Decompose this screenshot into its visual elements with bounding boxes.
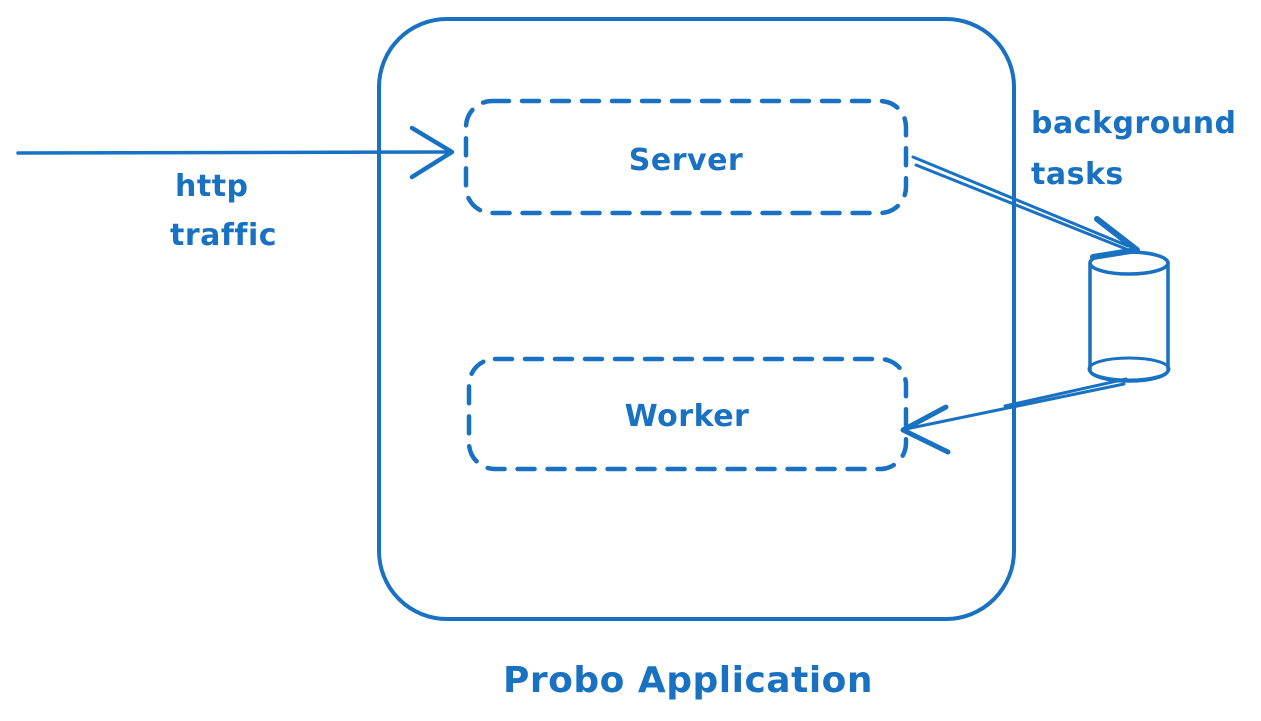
worker-node-label: Worker <box>625 399 750 434</box>
server-node-label: Server <box>629 143 743 178</box>
probo-application-container <box>377 17 1016 621</box>
http-traffic-arrow <box>16 125 455 180</box>
http-traffic-label-line1: http <box>175 169 249 204</box>
server-node-box <box>463 98 909 216</box>
diagram-title: Probo Application <box>503 660 873 701</box>
queue-cylinder-icon <box>1087 250 1171 383</box>
background-tasks-label-line2: tasks <box>1031 157 1124 192</box>
worker-node-box <box>466 356 909 472</box>
background-tasks-label-line1: background <box>1031 106 1237 141</box>
queue-to-worker-arrow <box>900 377 1128 455</box>
http-traffic-label-line2: traffic <box>170 218 277 253</box>
